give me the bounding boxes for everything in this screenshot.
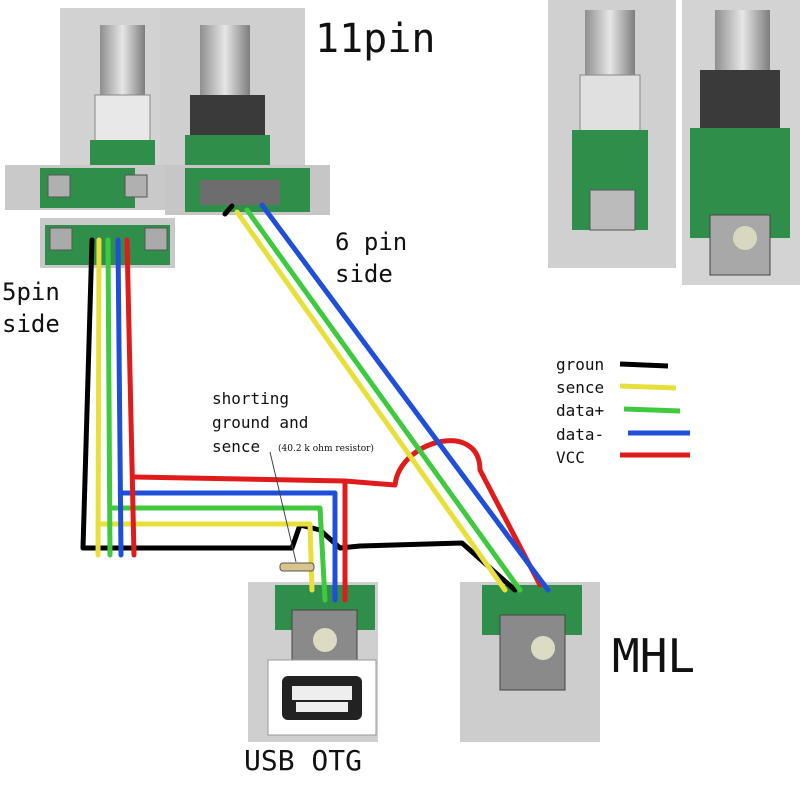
label-mhl: MHL — [612, 629, 695, 683]
wire-data-plus-6pin — [244, 207, 523, 593]
wire-vcc-to-mhl — [342, 438, 543, 588]
label-resistor: (40.2 k ohm resistor) — [278, 443, 374, 454]
wire-vcc-5pin — [124, 237, 137, 558]
label-11pin: 11pin — [315, 16, 435, 62]
wires — [80, 202, 551, 603]
label-shorting-line2: ground and — [212, 413, 308, 432]
connector-photo-top-right-1 — [548, 0, 676, 268]
legend-label-data-minus: data- — [556, 425, 604, 444]
legend-swatch-data-plus — [623, 406, 681, 414]
label-usb-otg: USB OTG — [244, 744, 362, 777]
wire-data-plus-5pin-h — [107, 505, 328, 603]
wire-sense-5pin-h — [95, 521, 315, 593]
wire-data-minus-6pin — [259, 202, 551, 593]
legend-label-data-plus: data+ — [556, 401, 604, 420]
legend-swatch-ground — [619, 361, 669, 369]
connector-photo-top-right-2 — [682, 0, 800, 285]
label-5pin-line1: 5pin — [2, 278, 60, 306]
pcb-strip-photo — [5, 165, 330, 215]
wire-data-plus-5pin — [105, 237, 113, 558]
connector-photo-11pin-right — [160, 8, 305, 170]
wire-data-minus-5pin — [115, 237, 124, 558]
resistor — [269, 451, 315, 572]
label-5pin-line2: side — [2, 310, 60, 338]
legend-label-sense: sence — [556, 378, 604, 397]
label-shorting-line3: sence — [212, 437, 260, 456]
mhl-board-photo — [460, 582, 600, 742]
wire-ground-6pin — [222, 203, 235, 217]
connector-photo-11pin-left — [60, 8, 160, 170]
label-shorting-line1: shorting — [212, 389, 289, 408]
legend: groun sence data+ data- VCC — [556, 355, 690, 467]
legend-label-ground: groun — [556, 355, 604, 374]
wire-sense-5pin — [95, 237, 102, 558]
legend-swatch-sense — [619, 383, 677, 391]
label-6pin-line2: side — [335, 260, 393, 288]
legend-label-vcc: VCC — [556, 448, 585, 467]
label-6pin-line1: 6 pin — [335, 228, 407, 256]
wire-sense-6pin — [234, 209, 508, 593]
usb-otg-board-photo — [248, 582, 378, 742]
wire-data-minus-5pin-h — [118, 490, 338, 603]
